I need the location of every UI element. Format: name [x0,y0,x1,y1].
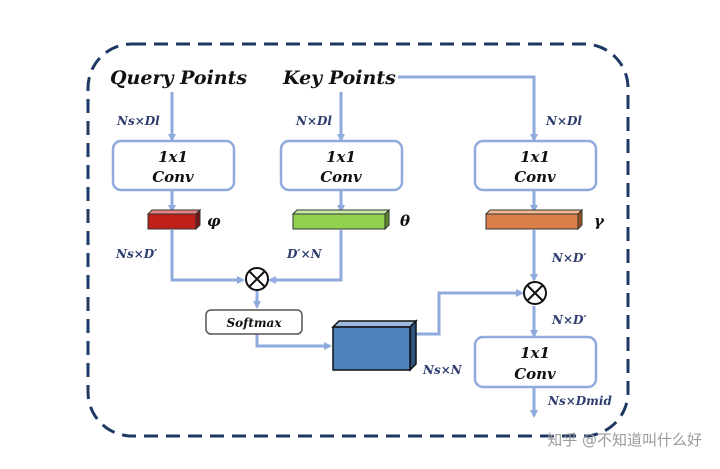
dim-gamma-out: N×D′ [551,251,587,265]
dim-right-in: N×Dl [545,114,582,128]
conv-label-line1: 1x1 [520,344,550,362]
multiply-operator-2 [523,281,547,305]
dim-theta-out: D′×N [286,247,323,261]
gamma-label: γ [594,212,605,230]
softmax-box: Softmax [205,309,303,335]
dim-query-in: Ns×Dl [116,114,160,128]
gamma-bar [484,208,584,231]
conv-label-line1: 1x1 [520,148,550,166]
dim-final: Ns×Dmid [547,394,612,408]
conv-box-final: 1x1 Conv [473,335,598,389]
conv-box-key: 1x1 Conv [279,139,404,192]
dim-key-in: N×Dl [295,114,332,128]
key-points-title: Key Points [282,67,396,89]
theta-label: θ [400,212,410,230]
conv-box-right: 1x1 Conv [473,139,598,192]
outer-dashed-frame [86,42,630,438]
theta-bar [291,208,391,231]
watermark: 知乎 @不知道叫什么好 [547,431,702,449]
conv-label-line2: Conv [514,365,556,383]
arrow-theta-to-mult [268,230,343,284]
conv-label-line2: Conv [152,168,194,186]
arrow-key-to-right-conv [398,75,538,142]
conv-box-query: 1x1 Conv [111,139,236,192]
arrow-phi-to-mult [170,230,245,284]
softmax-label: Softmax [226,316,282,330]
conv-label-line1: 1x1 [158,148,188,166]
query-points-title: Query Points [110,67,247,89]
arrow-softmax-to-matrix [255,333,332,350]
phi-label: φ [207,212,221,230]
arrow-matrix-to-mult2 [414,289,524,336]
dim-attn: Ns×N [422,363,463,377]
conv-label-line1: 1x1 [326,148,356,166]
attention-matrix [331,319,418,372]
phi-bar [146,208,202,231]
dim-mult-out: N×D′ [551,313,587,327]
multiply-operator-1 [245,267,269,291]
conv-label-line2: Conv [514,168,556,186]
dim-phi-out: Ns×D′ [115,247,158,261]
conv-label-line2: Conv [320,168,362,186]
